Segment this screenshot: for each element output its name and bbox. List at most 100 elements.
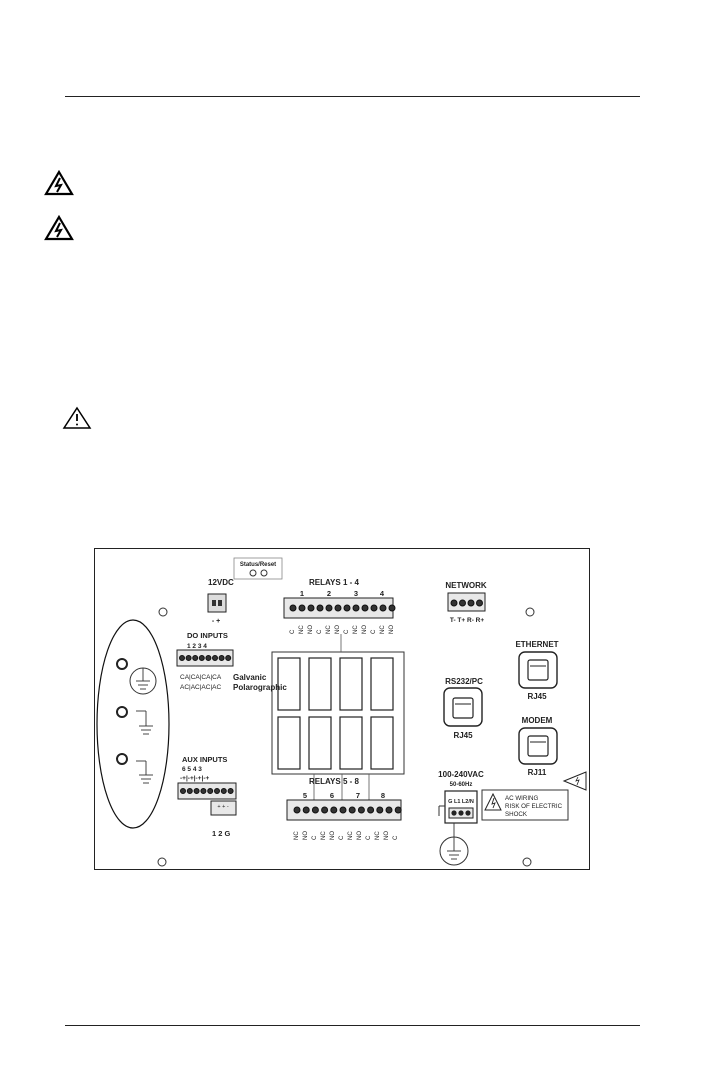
svg-text:NC: NC: [353, 625, 359, 634]
relay-number: 6: [330, 791, 334, 800]
footer-rule: [65, 1025, 640, 1026]
svg-text:NO: NO: [335, 625, 341, 634]
polarographic-label: Polarographic: [233, 683, 287, 692]
terminal-screw: [205, 655, 212, 661]
ac-warning-line: AC WIRING: [505, 795, 539, 802]
do-inputs-label: DO INPUTS: [187, 631, 228, 640]
modem-port[interactable]: [518, 727, 558, 765]
ac-label: 100-240VAC: [438, 770, 484, 779]
terminal-screw: [193, 788, 200, 794]
svg-text:C: C: [371, 629, 377, 634]
terminal-screw: [186, 788, 193, 794]
aux-power-pins: + + -: [217, 804, 228, 810]
terminal-screw: [348, 806, 356, 814]
relays-top-pins: C NC NO C NC NO C NC NO C NC NO: [290, 625, 395, 634]
network-label: NETWORK: [445, 581, 487, 590]
modem-label: MODEM: [522, 716, 553, 725]
svg-text:C: C: [290, 629, 296, 634]
svg-text:NO: NO: [389, 625, 395, 634]
relay-module: [339, 657, 363, 711]
terminal-screw: [289, 604, 297, 612]
reset-button[interactable]: [260, 569, 268, 577]
electrical-hazard-icon: [44, 170, 74, 196]
svg-text:NC: NC: [299, 625, 305, 634]
relay-number: 7: [356, 791, 360, 800]
mounting-hole: [522, 857, 532, 867]
dc-label: 12VDC: [208, 578, 234, 587]
svg-text:C: C: [393, 835, 399, 840]
terminal-screw: [192, 655, 199, 661]
svg-text:NC: NC: [375, 831, 381, 840]
relay-number: 3: [354, 589, 358, 598]
mounting-hole: [525, 607, 535, 617]
terminal-screw: [476, 599, 483, 607]
terminal-screw: [376, 806, 384, 814]
relay-module: [370, 657, 394, 711]
terminal-screw: [198, 655, 205, 661]
terminal-screw: [394, 806, 402, 814]
svg-text:NC: NC: [326, 625, 332, 634]
relay-module: [370, 716, 394, 770]
svg-text:C: C: [366, 835, 372, 840]
sensor-ports-group: [96, 619, 170, 829]
dc-connector[interactable]: [207, 593, 227, 613]
terminal-screw: [321, 806, 329, 814]
relays-bottom-title: RELAYS 5 - 8: [309, 777, 359, 786]
terminal-screw: [298, 604, 306, 612]
modem-jack-label: RJ11: [528, 768, 547, 777]
relay-number: 5: [303, 791, 307, 800]
relay-number: 2: [327, 589, 331, 598]
electrical-hazard-icon: [44, 215, 74, 241]
sensor-port[interactable]: [116, 706, 128, 718]
ac-pins: G L1 L2/N: [448, 799, 474, 805]
aux-inputs-label: AUX INPUTS: [182, 755, 227, 764]
terminal-screw: [180, 788, 186, 794]
rs232-label: RS232/PC: [445, 677, 483, 686]
terminal-screw: [459, 599, 466, 607]
sensor-port[interactable]: [116, 658, 128, 670]
terminal-screw: [293, 806, 301, 814]
hazard-badge-icon: [562, 771, 587, 791]
relays-top-title: RELAYS 1 - 4: [309, 578, 359, 587]
network-pins: T- T+ R- R+: [450, 617, 485, 624]
mounting-hole: [158, 607, 168, 617]
aux-power-connector[interactable]: [210, 800, 237, 816]
terminal-screw: [207, 788, 214, 794]
rs232-port[interactable]: [443, 687, 483, 727]
network-connector[interactable]: [447, 592, 486, 612]
relay-module: [277, 657, 301, 711]
caution-icon: [62, 406, 92, 429]
aux-inputs-connector[interactable]: [177, 782, 237, 800]
ac-warning-line: SHOCK: [505, 811, 528, 818]
aux-input-pins: -+|-+|-+|-+: [180, 775, 210, 782]
ethernet-jack-label: RJ45: [527, 692, 547, 701]
terminal-screw: [311, 806, 319, 814]
galvanic-label: Galvanic: [233, 673, 267, 682]
terminal-screw: [334, 604, 342, 612]
ethernet-label: ETHERNET: [515, 640, 558, 649]
header-rule: [65, 96, 640, 97]
terminal-screw: [379, 604, 387, 612]
terminal-screw: [214, 788, 220, 794]
relay-module: [339, 716, 363, 770]
terminal-screw: [325, 604, 333, 612]
sensor-port[interactable]: [116, 753, 128, 765]
relay-module: [308, 716, 332, 770]
svg-text:C: C: [344, 629, 350, 634]
ground-icon: [136, 668, 153, 784]
relays-bottom-pins: NC NO C NC NO C NC NO C NC NO C: [294, 831, 399, 840]
relay-number: 4: [380, 589, 385, 598]
ethernet-port[interactable]: [518, 651, 558, 689]
terminal-screw: [385, 806, 393, 814]
mounting-hole: [157, 857, 167, 867]
dc-pins: - +: [212, 618, 220, 625]
ac-frequency: 50-60Hz: [450, 782, 473, 788]
terminal-screw: [200, 788, 207, 794]
relay-module: [277, 716, 301, 770]
rs232-jack-label: RJ45: [453, 731, 473, 740]
svg-text:NC: NC: [348, 831, 354, 840]
do-inputs-connector[interactable]: [176, 649, 234, 667]
svg-text:NO: NO: [303, 831, 309, 840]
terminal-screw: [450, 599, 458, 607]
terminal-screw: [370, 604, 378, 612]
